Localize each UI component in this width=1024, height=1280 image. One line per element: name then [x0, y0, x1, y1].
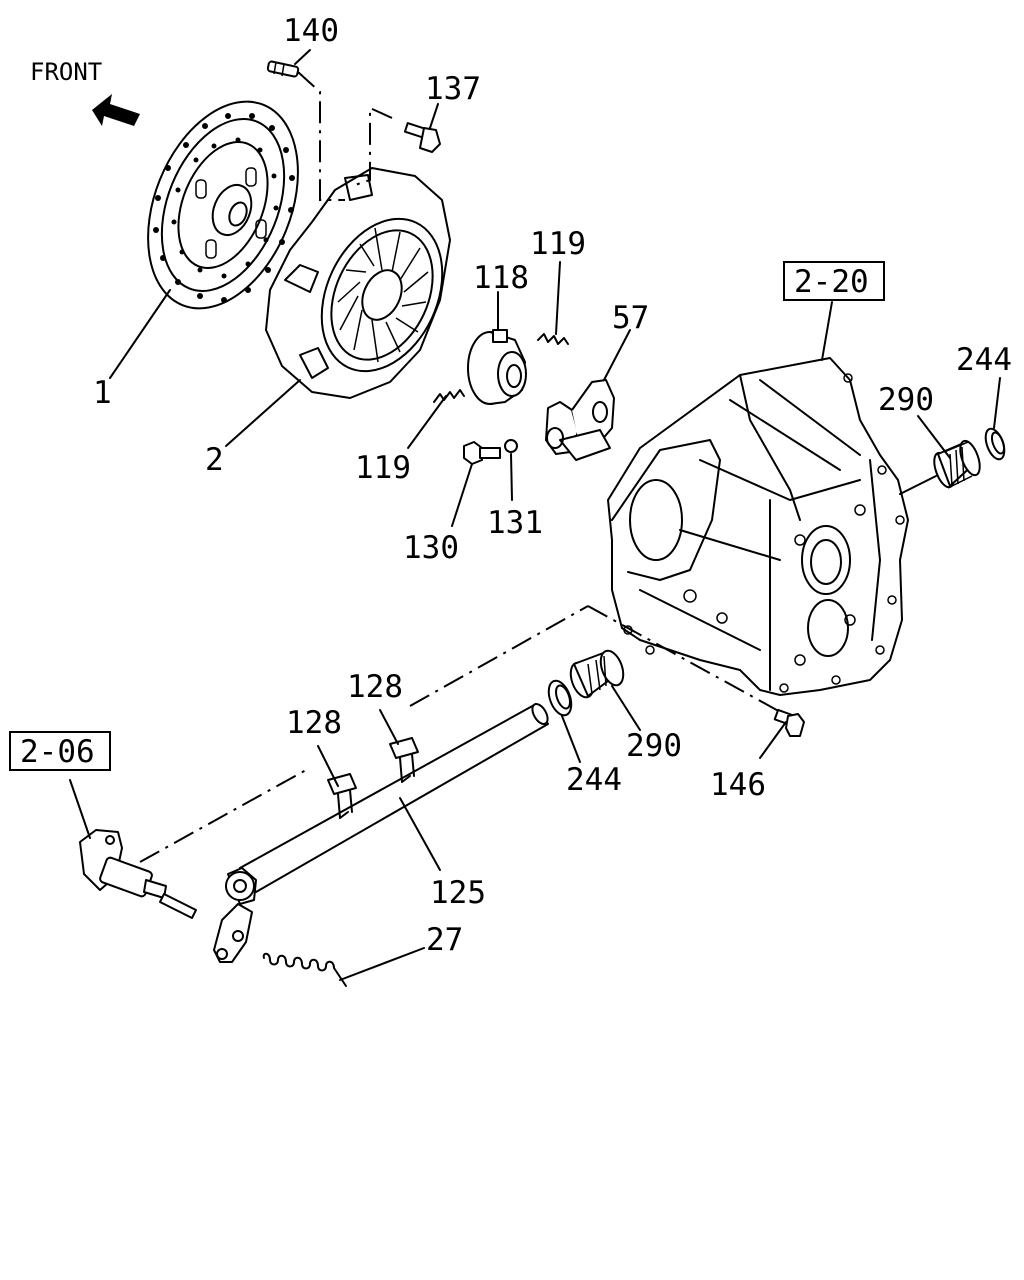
callout-244-upper: 244: [956, 342, 1012, 378]
front-indicator: FRONT: [30, 58, 140, 126]
bolt: [403, 122, 441, 153]
bolt-146: [773, 708, 805, 737]
callout-128-left: 128: [286, 705, 342, 741]
stud: [266, 60, 300, 78]
callout-137: 137: [425, 71, 481, 107]
release-bearing: [467, 329, 527, 405]
callouts: 140 137 119 118 57 244 290 1 2 119 130 1…: [93, 13, 1012, 958]
pressure-plate: [265, 167, 451, 399]
callout-140: 140: [283, 13, 339, 49]
callout-244-lower: 244: [566, 762, 622, 798]
key-right: [389, 737, 419, 783]
callout-146: 146: [710, 767, 766, 803]
reference-box-2-06[interactable]: 2-06: [9, 731, 111, 771]
callout-119-upper: 119: [530, 226, 586, 262]
bolt-guide-line: [354, 106, 393, 186]
callout-290-upper: 290: [878, 382, 934, 418]
bolt-130: [463, 441, 501, 465]
clip-upper: [537, 333, 569, 345]
oil-seal-lower: [547, 679, 573, 717]
callout-1: 1: [93, 375, 112, 411]
clutch-disc: [147, 100, 299, 310]
needle-bearing-upper: [933, 439, 981, 489]
callout-118: 118: [473, 260, 529, 296]
clutch-housing: [607, 357, 909, 696]
release-shaft: [213, 703, 549, 963]
callout-27: 27: [426, 922, 463, 958]
svg-text:2-06: 2-06: [20, 734, 95, 770]
svg-text:2-20: 2-20: [794, 264, 869, 300]
washer: [504, 439, 518, 453]
clip-lower: [433, 389, 465, 403]
callout-130: 130: [403, 530, 459, 566]
stud-guide-line: [297, 71, 345, 201]
callout-128-right: 128: [347, 669, 403, 705]
leader-lines: [69, 49, 1001, 981]
callout-290-lower: 290: [626, 728, 682, 764]
callout-119-lower: 119: [355, 450, 411, 486]
release-fork: [545, 379, 615, 461]
callout-131: 131: [487, 505, 543, 541]
callout-125: 125: [430, 875, 486, 911]
return-spring: [262, 952, 347, 987]
callout-2: 2: [205, 442, 224, 478]
reference-box-2-20[interactable]: 2-20: [783, 261, 885, 301]
front-arrow-icon: [92, 94, 140, 126]
needle-bearing-lower: [569, 649, 625, 699]
slave-cylinder: [79, 829, 197, 919]
oil-seal-upper: [984, 427, 1006, 461]
front-label: FRONT: [30, 58, 102, 86]
callout-57: 57: [612, 300, 649, 336]
